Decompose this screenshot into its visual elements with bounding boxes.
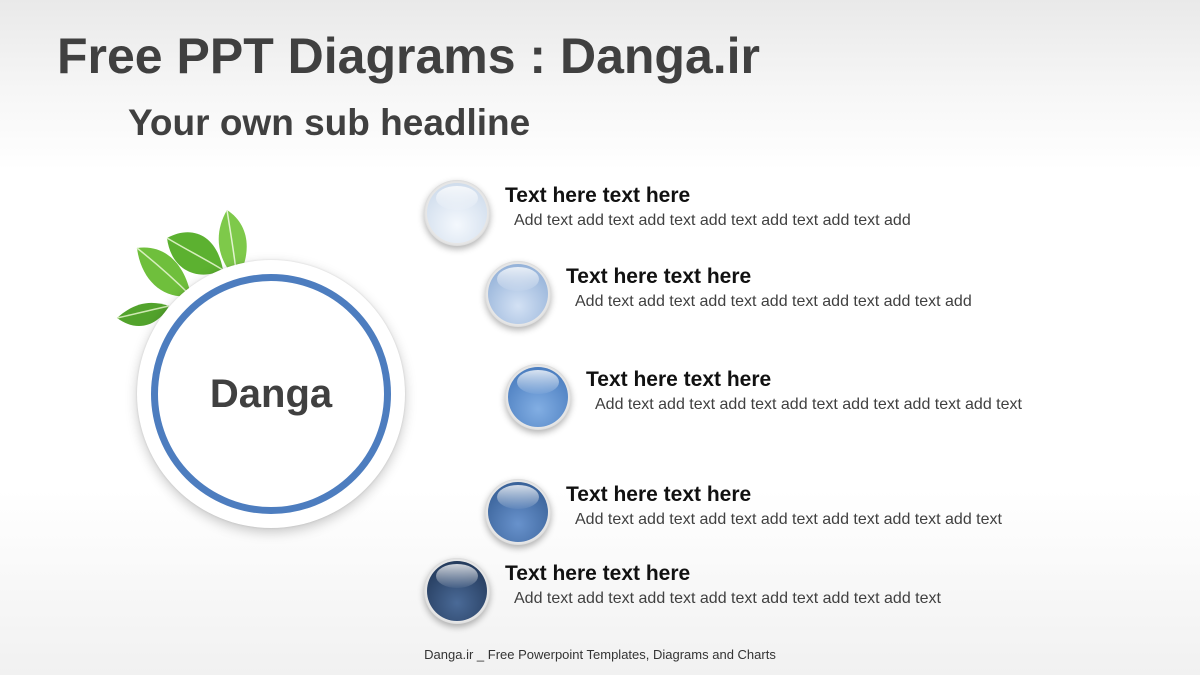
page-title: Free PPT Diagrams : Danga.ir xyxy=(57,28,761,84)
item-text: Add text add text add text add text add … xyxy=(514,212,911,229)
item-heading: Text here text here xyxy=(566,483,752,506)
item-text: Add text add text add text add text add … xyxy=(595,396,1022,413)
bead-icon xyxy=(505,364,571,430)
item-text: Add text add text add text add text add … xyxy=(575,293,972,310)
bead-icon xyxy=(485,479,551,545)
bead-icon xyxy=(485,261,551,327)
item-text: Add text add text add text add text add … xyxy=(575,511,1002,528)
item-heading: Text here text here xyxy=(505,562,691,585)
bead-icon xyxy=(424,558,490,624)
item-heading: Text here text here xyxy=(566,265,752,288)
hub-label: Danga xyxy=(209,371,333,416)
item-heading: Text here text here xyxy=(586,368,772,391)
page-subtitle: Your own sub headline xyxy=(128,102,531,143)
bead-icon xyxy=(424,180,490,246)
item-text: Add text add text add text add text add … xyxy=(514,590,941,607)
footer-text: Danga.ir _ Free Powerpoint Templates, Di… xyxy=(424,647,776,662)
hub-ring xyxy=(151,274,391,514)
item-heading: Text here text here xyxy=(505,184,691,207)
